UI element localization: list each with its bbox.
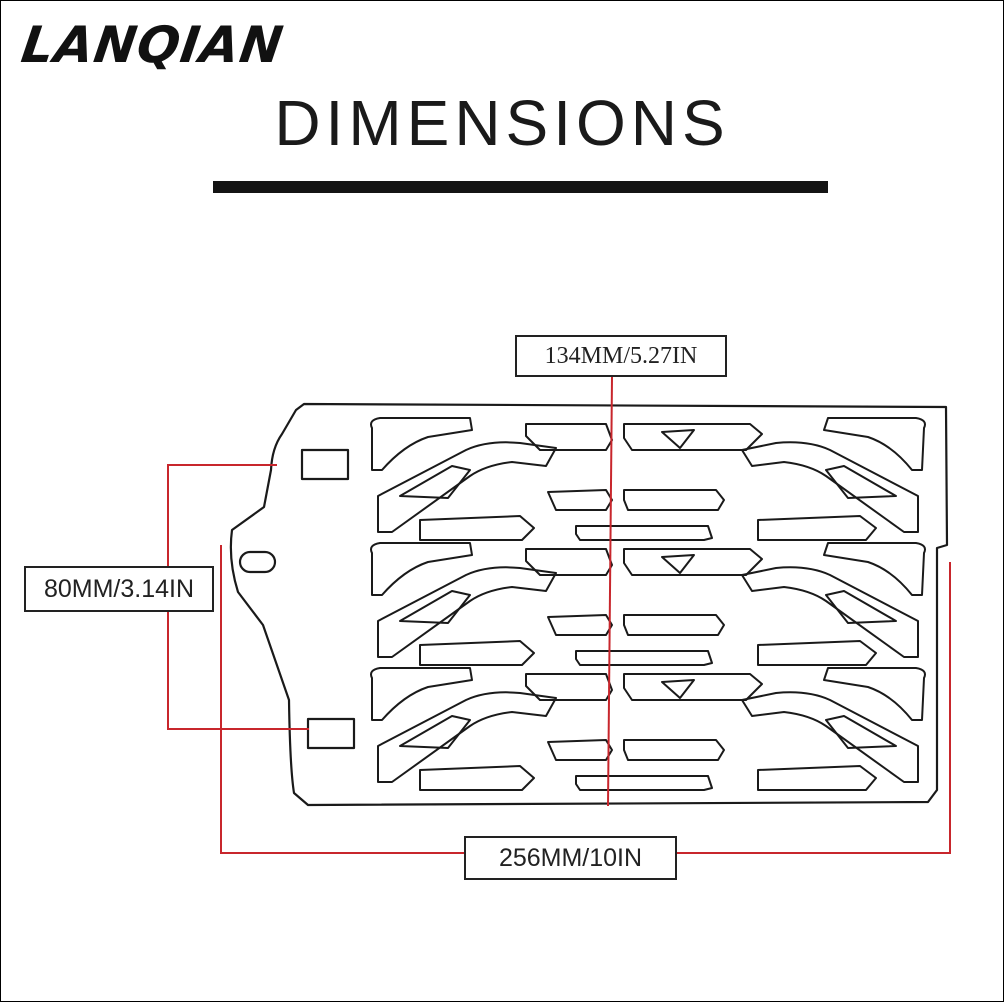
- height-dim-line: [607, 376, 613, 807]
- grille-cutout: [757, 515, 877, 541]
- grille-cutout: [525, 423, 613, 451]
- grille-cutout: [419, 515, 535, 541]
- grille-cutout: [525, 673, 613, 701]
- mount-spacing-label: 80MM/3.14IN: [24, 566, 214, 612]
- mount-hole-bottom: [306, 717, 356, 750]
- mount-hole-top: [300, 448, 350, 481]
- grille-cutout: [661, 679, 695, 699]
- grille-cutout: [370, 542, 473, 596]
- grille-pattern: [370, 417, 926, 791]
- width-dimension-label: 256MM/10IN: [464, 836, 677, 880]
- grille-cutout: [575, 775, 713, 791]
- grille-cutout: [823, 667, 926, 721]
- grille-cutout: [623, 673, 763, 701]
- grille-cutout: [575, 525, 713, 541]
- grille-cutout: [547, 614, 613, 636]
- grille-band-1: [370, 417, 926, 541]
- grille-cutout: [623, 489, 725, 511]
- height-dimension-label: 134MM/5.27IN: [515, 335, 727, 377]
- width-dim-line: [220, 545, 464, 854]
- grille-cutout: [399, 590, 471, 624]
- oval-slot: [238, 550, 277, 574]
- dimension-lines: [167, 376, 951, 854]
- grille-cutout: [623, 423, 763, 451]
- grille-cutout: [399, 465, 471, 499]
- grille-cutout: [377, 566, 557, 658]
- grille-cutout: [575, 650, 713, 666]
- grille-cutout: [825, 590, 897, 624]
- grille-cutout: [757, 640, 877, 666]
- grille-cutout: [825, 465, 897, 499]
- grille-cutout: [661, 429, 695, 449]
- grille-cutout: [661, 554, 695, 574]
- grille-cutout: [823, 542, 926, 596]
- grille-cutout: [377, 691, 557, 783]
- title-underline: [213, 181, 828, 193]
- grille-band-3: [370, 667, 926, 791]
- grille-cutout: [623, 739, 725, 761]
- grille-cutout: [370, 667, 473, 721]
- grille-cutout: [525, 548, 613, 576]
- grille-cutout: [757, 765, 877, 791]
- grille-cutout: [419, 640, 535, 666]
- grille-cutout: [377, 441, 557, 533]
- grille-cutout: [823, 417, 926, 471]
- grille-cutout: [623, 548, 763, 576]
- grille-band-2: [370, 542, 926, 666]
- grille-cutout: [825, 715, 897, 749]
- grille-cutout: [370, 417, 473, 471]
- grille-cutout: [547, 739, 613, 761]
- grille-cutout: [741, 441, 919, 533]
- grille-cutout: [623, 614, 725, 636]
- guard-outline: [229, 402, 949, 807]
- grille-cutout: [741, 566, 919, 658]
- grille-cutout: [741, 691, 919, 783]
- width-dim-line-right: [677, 562, 951, 854]
- grille-cutout: [419, 765, 535, 791]
- grille-cutout: [547, 489, 613, 511]
- grille-cutout: [399, 715, 471, 749]
- page-title: DIMENSIONS: [274, 87, 730, 159]
